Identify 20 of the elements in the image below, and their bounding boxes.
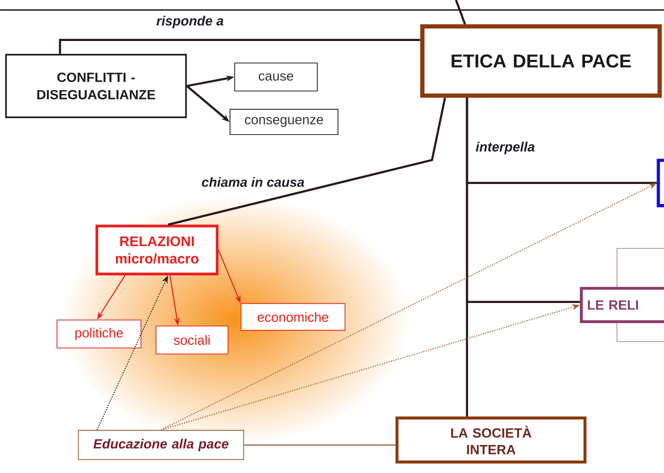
concept-box: Educazione alla pace [78,430,244,460]
concept-box: CONFLITTI - DISEGUAGLIANZE [5,54,187,118]
concept-box: RELAZIONI micro/macro [96,224,218,276]
connector-line [244,444,396,446]
edge-label: chiama in causa [200,176,306,188]
edge-label: risponde a [154,14,226,30]
concept-box: sociali [156,326,228,354]
concept-box: LA SOCIETÀ INTERA [396,416,586,464]
connector-line [466,98,468,417]
connector-line [455,0,466,25]
box-outline [656,158,664,208]
concept-box: politiche [56,320,142,348]
connector-line [58,38,420,54]
concept-box: cause [234,62,318,92]
connector-line [168,98,446,226]
edge-label: interpella [474,140,536,156]
concept-box: LE RELI [580,286,664,324]
concept-box: economiche [240,303,346,331]
concept-box: ETICA DELLA PACE [420,24,662,98]
concept-box: conseguenze [230,108,338,136]
